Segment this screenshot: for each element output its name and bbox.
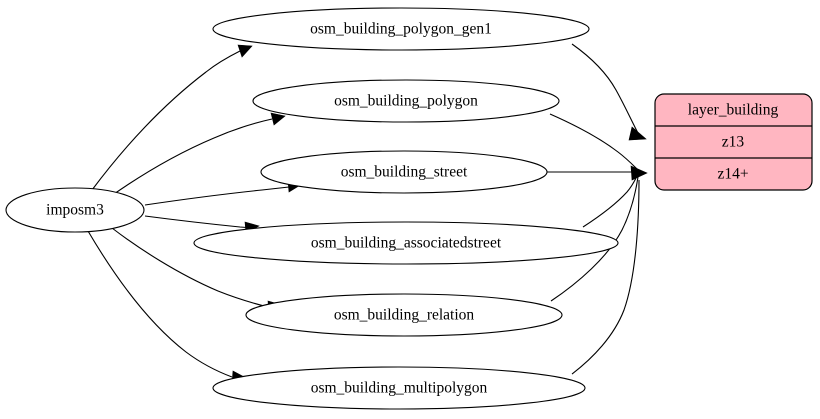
node-label: osm_building_associatedstreet bbox=[311, 235, 502, 252]
node-shape[interactable] bbox=[252, 79, 560, 123]
edge-imposm3-to-osm-building-street bbox=[144, 180, 303, 206]
edge-line bbox=[91, 50, 241, 191]
layer-record-box[interactable] bbox=[654, 93, 813, 191]
node-label: osm_building_street bbox=[341, 164, 468, 181]
node-osm-building-polygon-gen1[interactable]: osm_building_polygon_gen1 bbox=[212, 7, 590, 51]
node-osm-building-associatedstreet[interactable]: osm_building_associatedstreet bbox=[193, 221, 619, 265]
node-shape[interactable] bbox=[5, 187, 145, 233]
edge-line bbox=[582, 173, 639, 228]
edge-imposm3-to-osm-building-polygon-gen1 bbox=[91, 44, 253, 191]
arrowhead-icon bbox=[270, 112, 286, 126]
edge-line bbox=[571, 43, 639, 134]
node-label: imposm3 bbox=[46, 202, 104, 219]
node-osm-building-polygon[interactable]: osm_building_polygon bbox=[252, 79, 560, 123]
node-label: osm_building_multipolygon bbox=[311, 380, 488, 397]
node-shape[interactable] bbox=[245, 293, 563, 337]
edge-line bbox=[87, 230, 233, 378]
layer-record-row-title: layer_building bbox=[688, 102, 779, 119]
edge-line bbox=[550, 176, 639, 302]
node-shape[interactable] bbox=[212, 7, 590, 51]
node-shape[interactable] bbox=[260, 150, 548, 194]
arrowhead-icon bbox=[628, 126, 647, 141]
node-shape[interactable] bbox=[193, 221, 619, 265]
edge-osm-building-polygon-gen1-to-layer-z13 bbox=[571, 43, 647, 141]
layer-record-row-z14plus[interactable]: z14+ bbox=[717, 166, 748, 183]
node-osm-building-street[interactable]: osm_building_street bbox=[260, 150, 548, 194]
edge-osm-building-relation-to-layer-z14plus bbox=[550, 176, 639, 302]
arrowhead-icon bbox=[237, 44, 253, 58]
node-osm-building-relation[interactable]: osm_building_relation bbox=[245, 293, 563, 337]
edge-line bbox=[113, 118, 273, 195]
edge-line bbox=[571, 179, 640, 375]
node-osm-building-multipolygon[interactable]: osm_building_multipolygon bbox=[212, 366, 586, 410]
arrowhead-icon bbox=[630, 165, 648, 181]
node-layer-building[interactable]: layer_building z13 z14+ bbox=[654, 93, 813, 191]
node-label: osm_building_relation bbox=[334, 307, 475, 324]
node-imposm3[interactable]: imposm3 bbox=[5, 187, 145, 233]
edge-osm-building-multipolygon-to-layer-z14plus bbox=[571, 165, 648, 375]
node-label: osm_building_polygon bbox=[334, 93, 478, 110]
edge-line bbox=[549, 113, 638, 170]
edge-group-tables-to-layer bbox=[547, 43, 648, 375]
edge-osm-building-polygon-to-layer-z14plus bbox=[549, 113, 638, 170]
edge-osm-building-associatedstreet-to-layer-z14plus bbox=[582, 173, 639, 228]
edge-line bbox=[144, 186, 290, 206]
node-label: osm_building_polygon_gen1 bbox=[310, 21, 492, 38]
edge-line bbox=[111, 227, 269, 308]
edge-imposm3-to-osm-building-polygon bbox=[113, 112, 286, 195]
node-shape[interactable] bbox=[212, 366, 586, 410]
layer-record-row-z13[interactable]: z13 bbox=[722, 134, 745, 151]
